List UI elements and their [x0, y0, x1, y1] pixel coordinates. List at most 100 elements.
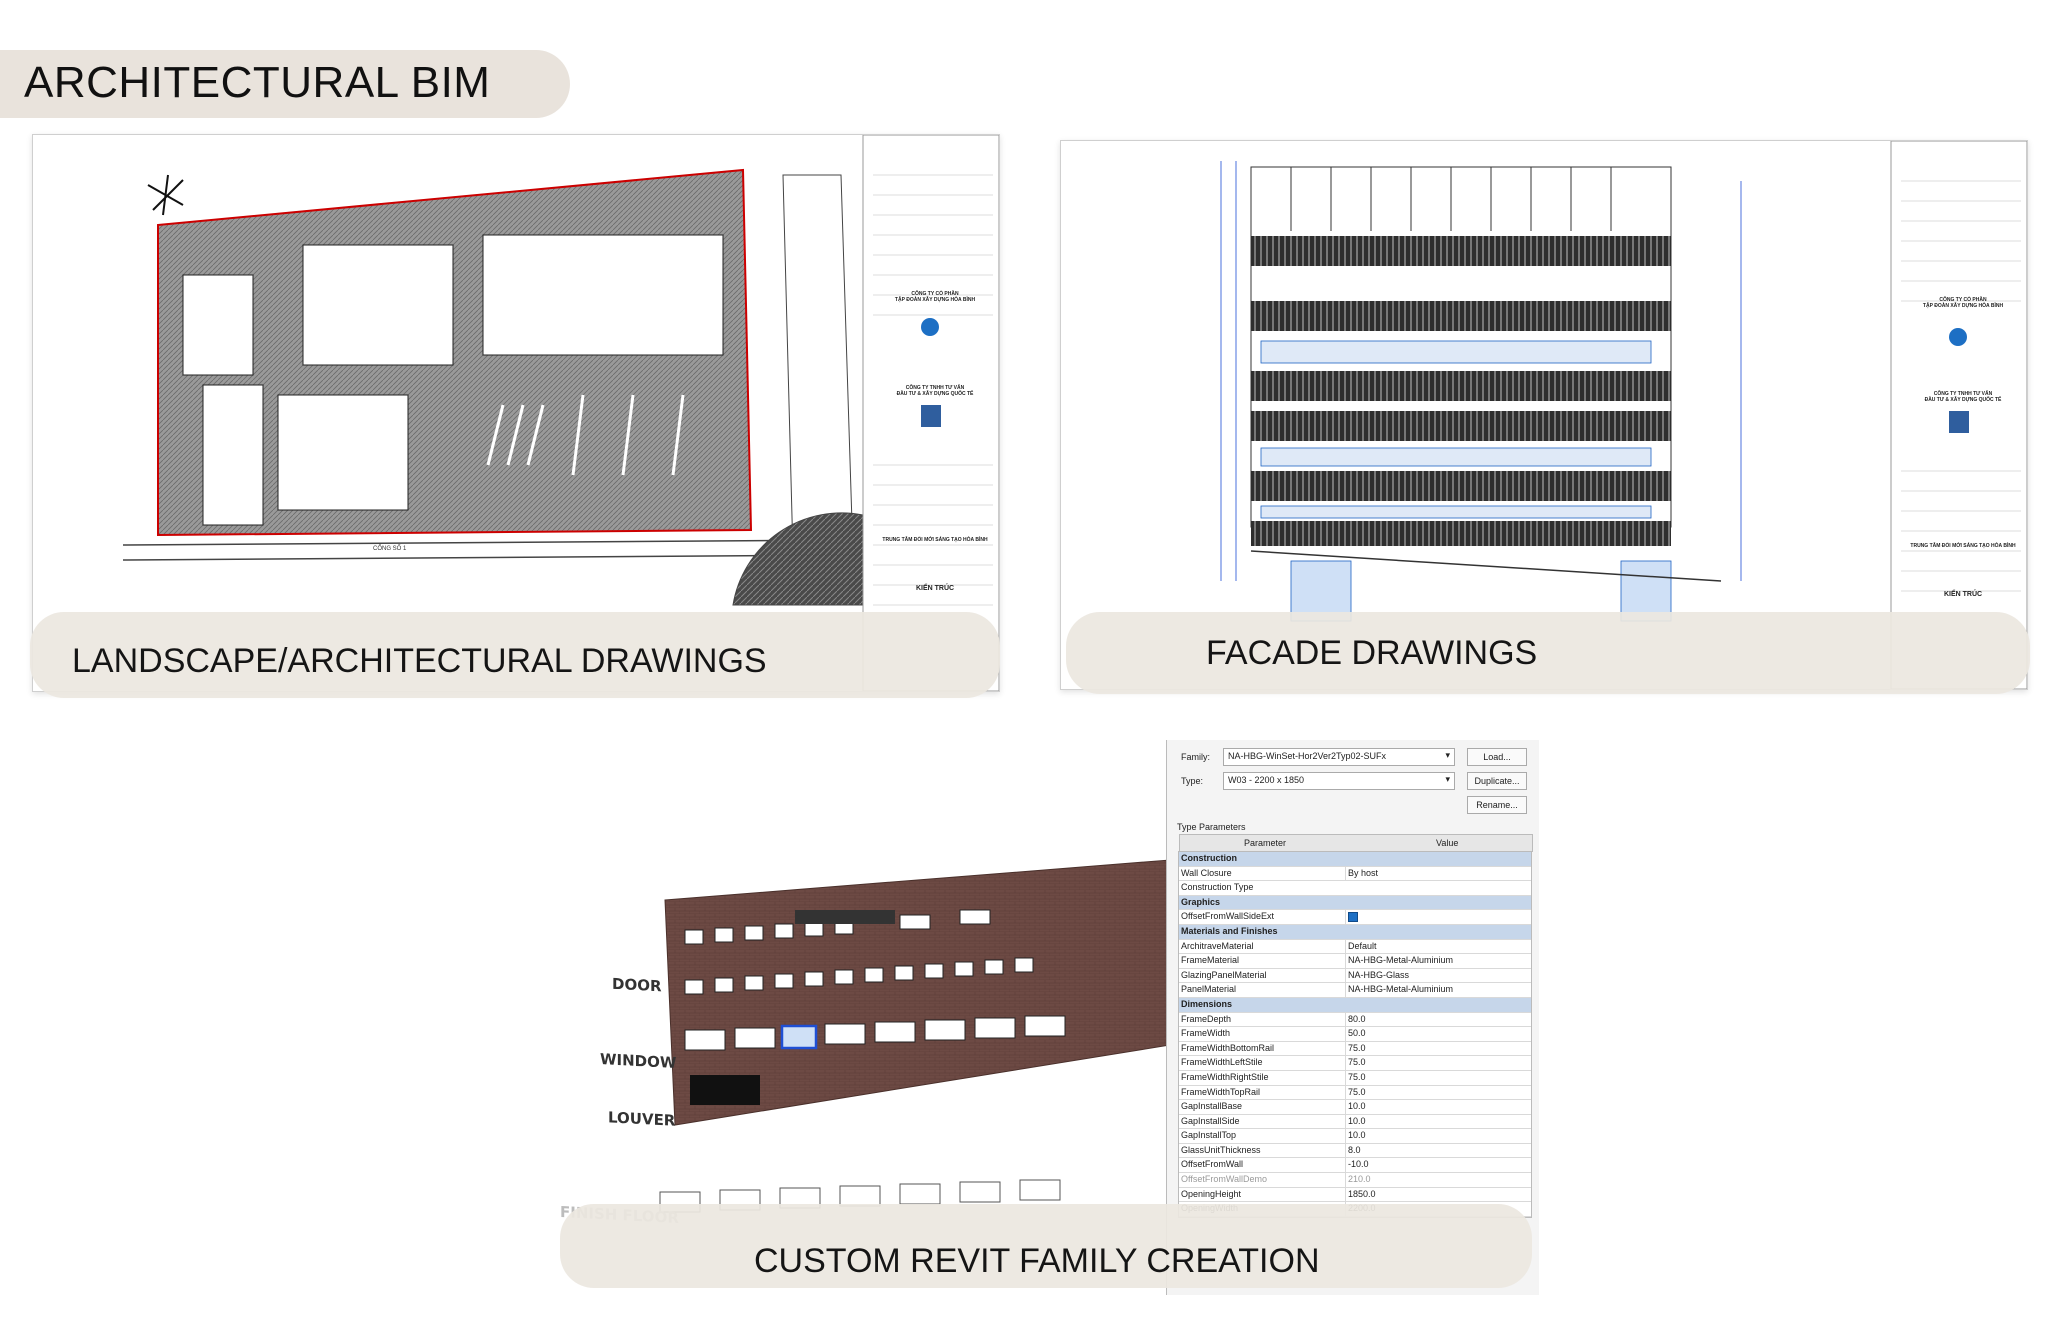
facade-company1-line1: CÔNG TY CỔ PHẦN — [1939, 297, 1987, 303]
parameter-name: GapInstallTop — [1181, 1130, 1237, 1141]
rename-button[interactable]: Rename... — [1467, 796, 1527, 814]
svg-text:CỔNG SỐ 1: CỔNG SỐ 1 — [373, 545, 407, 552]
family-dropdown[interactable]: NA-HBG-WinSet-Hor2Ver2Typ02-SUFx ▾ — [1223, 748, 1455, 766]
parameter-name: ArchitraveMaterial — [1181, 940, 1254, 951]
revit-caption-pill: CUSTOM REVIT FAMILY CREATION — [560, 1204, 1532, 1288]
parameter-name: OffsetFromWallDemo — [1181, 1174, 1268, 1185]
parameter-value[interactable]: NA-HBG-Glass — [1345, 968, 1528, 983]
parameter-group-row[interactable]: Dimensions — [1179, 997, 1531, 1013]
parameter-value[interactable]: 10.0 — [1345, 1100, 1528, 1114]
type-value: W03 - 2200 x 1850 — [1228, 775, 1305, 785]
title-block-project: TRUNG TÂM ĐỔI MỚI SÁNG TẠO HÒA BÌNH — [882, 537, 988, 543]
landscape-drawing-panel: CỔNG SỐ 1 CÔNG TY CỔ PHẦN TẬP ĐOÀN XÂY D… — [32, 134, 1000, 692]
parameter-value[interactable]: 1850.0 — [1345, 1187, 1528, 1202]
parameter-group-row[interactable]: Construction — [1179, 852, 1531, 867]
parameter-table-header: Parameter Value — [1179, 834, 1533, 852]
parameter-value[interactable]: 75.0 — [1345, 1041, 1528, 1056]
hoa-binh-logo-icon-2 — [1949, 328, 1967, 346]
facade-elevation-drawing — [1220, 141, 2027, 689]
hoa-binh-logo-icon — [921, 318, 939, 336]
parameter-name: GlassUnitThickness — [1181, 1144, 1261, 1155]
load-button[interactable]: Load... — [1467, 748, 1527, 766]
site-plan-drawing: CỔNG SỐ 1 — [122, 135, 999, 691]
parameter-row[interactable]: FrameMaterial NA-HBG-Metal-Aluminium — [1179, 954, 1531, 969]
parameter-name: GapInstallSide — [1181, 1115, 1240, 1126]
parameter-row[interactable]: FrameDepth 80.0 — [1179, 1012, 1531, 1028]
parameter-value[interactable]: 75.0 — [1345, 1056, 1528, 1070]
revit-caption: CUSTOM REVIT FAMILY CREATION — [754, 1242, 1320, 1280]
family-label: Family: — [1181, 752, 1210, 762]
duplicate-button[interactable]: Duplicate... — [1467, 772, 1527, 790]
brick-facade-model — [659, 859, 1171, 1213]
type-dropdown[interactable]: W03 - 2200 x 1850 ▾ — [1223, 772, 1455, 790]
parameter-name: FrameWidth — [1181, 1028, 1231, 1039]
facade-drawing-panel: CÔNG TY CỔ PHẦN TẬP ĐOÀN XÂY DỰNG HÒA BÌ… — [1060, 140, 2028, 690]
parameter-value[interactable]: 75.0 — [1345, 1085, 1528, 1100]
parameter-value[interactable]: NA-HBG-Metal-Aluminium — [1345, 983, 1528, 997]
parameter-value[interactable]: 75.0 — [1345, 1070, 1528, 1085]
parameter-row[interactable]: GapInstallSide 10.0 — [1179, 1114, 1531, 1130]
family-value: NA-HBG-WinSet-Hor2Ver2Typ02-SUFx — [1228, 751, 1387, 761]
parameter-value[interactable] — [1345, 910, 1528, 927]
checkbox-checked-icon[interactable] — [1348, 912, 1358, 923]
chevron-down-icon: ▾ — [1445, 750, 1450, 760]
type-parameters-label: Type Parameters — [1177, 822, 1246, 832]
parameter-row[interactable]: GapInstallTop 10.0 — [1179, 1129, 1531, 1144]
parameter-name: FrameDepth — [1181, 1013, 1232, 1024]
parameter-name: Construction — [1181, 853, 1237, 863]
parameter-group-row[interactable]: Materials and Finishes — [1179, 924, 1531, 940]
title-block-company2: CÔNG TY TNHH TƯ VẤN ĐẦU TƯ & XÂY DỰNG QU… — [875, 385, 995, 397]
col-parameter[interactable]: Parameter — [1244, 838, 1287, 848]
parameter-name: FrameWidthTopRail — [1181, 1086, 1261, 1097]
selected-window[interactable] — [780, 1024, 818, 1050]
parameter-value[interactable]: By host — [1345, 866, 1528, 881]
parameter-group-row[interactable]: Graphics — [1179, 895, 1531, 911]
parameter-name: Construction Type — [1181, 882, 1254, 893]
facade-company2-line2: ĐẦU TƯ & XÂY DỰNG QUỐC TẾ — [1924, 397, 2002, 403]
col-value[interactable]: Value — [1436, 838, 1459, 848]
parameter-row[interactable]: FrameWidth 50.0 — [1179, 1027, 1531, 1042]
parameter-value[interactable]: 50.0 — [1345, 1027, 1528, 1041]
parameter-value[interactable]: NA-HBG-Metal-Aluminium — [1345, 954, 1528, 968]
company1-line2: TẬP ĐOÀN XÂY DỰNG HÒA BÌNH — [894, 297, 976, 303]
parameter-name: Materials and Finishes — [1181, 925, 1278, 936]
tag-louver: LOUVER — [608, 1108, 676, 1130]
parameter-row[interactable]: ArchitraveMaterial Default — [1179, 939, 1531, 955]
parameter-row[interactable]: OffsetFromWallDemo 210.0 — [1179, 1173, 1531, 1188]
facade-company1-line2: TẬP ĐOÀN XÂY DỰNG HÒA BÌNH — [1922, 303, 2004, 309]
landscape-caption-pill: LANDSCAPE/ARCHITECTURAL DRAWINGS — [30, 612, 1000, 698]
parameter-value[interactable]: 210.0 — [1345, 1173, 1528, 1187]
facade-caption-pill: FACADE DRAWINGS — [1066, 612, 2030, 694]
revit-model-view: DOOR WINDOW LOUVER FINISH FLOOR — [560, 740, 1180, 1300]
parameter-value[interactable]: -10.0 — [1345, 1158, 1528, 1173]
parameter-row[interactable]: OffsetFromWall -10.0 — [1179, 1158, 1531, 1174]
parameter-row[interactable]: Construction Type — [1179, 881, 1531, 896]
facade-title-block-discipline: KIẾN TRÚC — [1943, 591, 1983, 598]
facade-title-block-project: TRUNG TÂM ĐỔI MỚI SÁNG TẠO HÒA BÌNH — [1910, 543, 2016, 549]
company2-line1: CÔNG TY TNHH TƯ VẤN — [905, 385, 965, 391]
parameter-name: FrameMaterial — [1181, 955, 1240, 966]
parameter-value[interactable]: 80.0 — [1345, 1012, 1528, 1027]
parameter-row[interactable]: GlassUnitThickness 8.0 — [1179, 1143, 1531, 1159]
parameter-row[interactable]: FrameWidthTopRail 75.0 — [1179, 1085, 1531, 1101]
parameter-row[interactable]: OffsetFromWallSideExt — [1179, 910, 1531, 927]
landscape-caption: LANDSCAPE/ARCHITECTURAL DRAWINGS — [72, 642, 767, 680]
parameter-value[interactable]: 10.0 — [1345, 1129, 1528, 1143]
parameter-value[interactable]: 10.0 — [1345, 1114, 1528, 1129]
title-block-company1: CÔNG TY CỔ PHẦN TẬP ĐOÀN XÂY DỰNG HÒA BÌ… — [875, 291, 995, 303]
type-label: Type: — [1181, 776, 1204, 786]
parameter-name: OffsetFromWall — [1181, 1159, 1244, 1170]
tag-door: DOOR — [612, 974, 662, 996]
parameter-value[interactable]: 8.0 — [1345, 1143, 1528, 1158]
facade-company2-line1: CÔNG TY TNHH TƯ VẤN — [1933, 391, 1993, 397]
parameter-value[interactable]: Default — [1345, 939, 1528, 954]
